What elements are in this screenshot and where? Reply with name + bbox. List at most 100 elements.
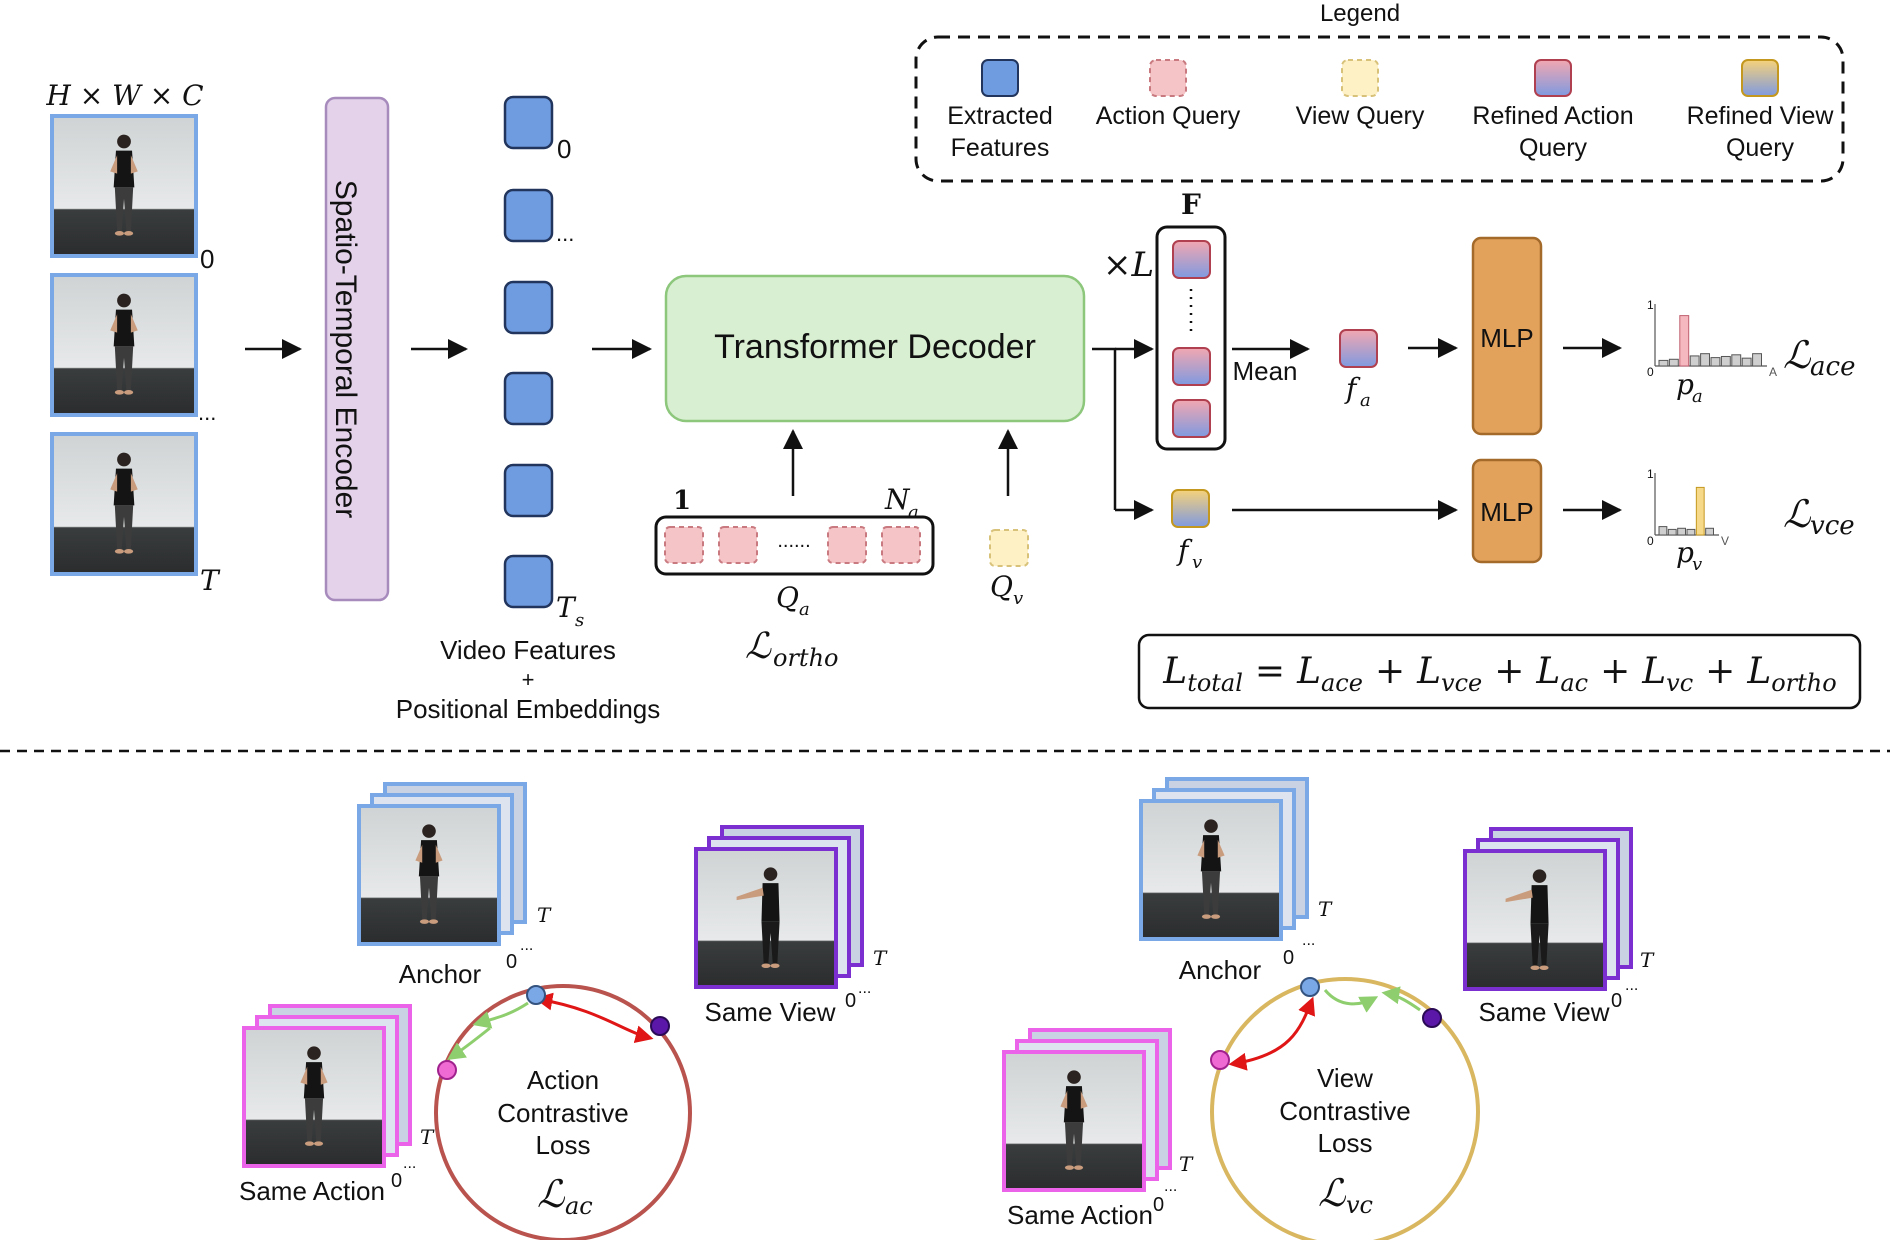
view-contrastive-ring xyxy=(1210,977,1480,1240)
action-query-2 xyxy=(827,526,867,564)
legend-label-3: Refined Action xyxy=(1472,102,1633,130)
mlp-action-box xyxy=(1471,236,1543,436)
view-loss-line3: Loss xyxy=(1318,1128,1373,1158)
fv-box xyxy=(1171,489,1210,528)
anchor-label: Anchor xyxy=(1179,955,1262,985)
input-frame-2 xyxy=(50,432,198,576)
input-frame-label-t: T xyxy=(200,564,221,597)
ortho-loss-sub: ortho xyxy=(773,644,838,672)
pa-label-sub: a xyxy=(1692,386,1703,407)
F-container xyxy=(1155,225,1227,451)
pa-hist-bar-0 xyxy=(1658,359,1669,367)
features-label-0: 0 xyxy=(557,134,571,164)
view-frame-zero: 0 xyxy=(1611,990,1622,1012)
anchor-point xyxy=(1300,977,1320,997)
decoder-repeat: ×L xyxy=(1103,245,1154,285)
features-caption-3: Positional Embeddings xyxy=(396,694,661,724)
view-loss-sub: vc xyxy=(1346,1191,1373,1219)
pv-hist-axis-label: V xyxy=(1721,534,1729,548)
mlp-view-box xyxy=(1471,458,1543,564)
feature-token-2 xyxy=(503,280,554,335)
legend-swatch-0 xyxy=(981,59,1019,97)
feature-token-1 xyxy=(503,188,554,243)
action-loss-symbol: ℒ xyxy=(537,1172,566,1216)
same-action-point xyxy=(1210,1050,1230,1070)
input-dims-label: H × W × C xyxy=(45,79,203,112)
anchor-label: Anchor xyxy=(399,959,482,989)
pa-hist-bar-9 xyxy=(1752,353,1762,367)
legend-label-2: View Query xyxy=(1296,102,1425,130)
legend-swatch-2 xyxy=(1341,59,1379,97)
same-action-point xyxy=(437,1060,457,1080)
pa-hist-bar-1 xyxy=(1668,358,1679,367)
pa-hist-bar-5 xyxy=(1710,357,1721,367)
view-loss-symbol: ℒ xyxy=(1318,1171,1347,1215)
same-view-label: Same View xyxy=(1478,997,1609,1027)
legend-label-0: Extracted xyxy=(947,102,1053,130)
pv-label-sub: v xyxy=(1692,554,1702,575)
anchor-frame-t: T xyxy=(1318,897,1333,921)
encoder-box xyxy=(324,96,390,602)
fa-label-sub: a xyxy=(1360,390,1371,411)
pull-arrow-green-2 xyxy=(1381,986,1421,1012)
qa-end-index: N xyxy=(884,483,911,516)
action-loss-line2: Contrastive xyxy=(497,1098,629,1128)
view-loss-line1: View xyxy=(1317,1063,1373,1093)
action-query-3 xyxy=(881,526,921,564)
F-label: F xyxy=(1181,188,1201,221)
ace-loss-symbol: ℒ xyxy=(1783,333,1812,377)
view-loss-line2: Contrastive xyxy=(1279,1096,1411,1126)
legend-title: Legend xyxy=(1320,0,1400,27)
refined-action-query-3 xyxy=(1172,399,1211,438)
legend-box xyxy=(914,35,1845,183)
pull-arrow-green-2 xyxy=(447,1026,491,1060)
anchor-frame-zero: 0 xyxy=(1283,947,1294,969)
action-loss-line1: Action xyxy=(527,1065,599,1095)
ortho-loss-symbol: ℒ xyxy=(745,626,772,667)
legend-swatch-4 xyxy=(1741,59,1779,97)
same-view-label: Same View xyxy=(704,997,835,1027)
action-same-view-stack-front xyxy=(694,847,838,989)
ace-loss-sub: ace xyxy=(1810,352,1855,382)
legend-label-1: Action Query xyxy=(1096,102,1241,130)
feature-token-3 xyxy=(503,371,554,426)
anchor-frame-dots: ... xyxy=(1302,932,1315,949)
same-action-label: Same Action xyxy=(239,1176,385,1206)
input-frame-label-dots: ... xyxy=(198,400,216,425)
pa-hist-bar-7 xyxy=(1731,354,1742,367)
pv-label: p xyxy=(1676,536,1694,569)
decoder-box xyxy=(664,274,1086,423)
action-frame-t: T xyxy=(420,1125,435,1149)
legend-swatch-3 xyxy=(1534,59,1572,97)
pull-arrow-green-1 xyxy=(1323,988,1379,1013)
pa-hist-bar-3 xyxy=(1689,355,1700,367)
fv-label: f xyxy=(1176,534,1193,567)
same-view-point xyxy=(650,1016,670,1036)
view-same-view-stack xyxy=(1463,827,1633,991)
view-anchor-stack xyxy=(1139,777,1309,941)
mlp-view-label: MLP xyxy=(1480,497,1533,527)
pv-hist-axis-zero: 0 xyxy=(1647,534,1654,548)
features-label-t: T xyxy=(556,591,577,624)
view-same-action-stack-front xyxy=(1002,1050,1146,1192)
legend-label-4-line2: Query xyxy=(1726,134,1795,162)
action-contrastive-ring xyxy=(434,984,692,1240)
pv-hist-bar-5 xyxy=(1705,527,1714,536)
pa-hist-bar-6 xyxy=(1720,355,1731,367)
pa-hist-bar-4 xyxy=(1700,353,1710,367)
vce-loss-symbol: ℒ xyxy=(1783,492,1812,536)
mlp-action-label: MLP xyxy=(1480,323,1533,353)
feature-token-0 xyxy=(503,95,554,150)
legend-label-3-line2: Query xyxy=(1519,134,1588,162)
decoder-output-line xyxy=(1092,347,1117,510)
decoder-label: Transformer Decoder xyxy=(714,328,1036,366)
pa-hist-axis-zero: 0 xyxy=(1647,365,1654,379)
fv-label-sub: v xyxy=(1192,552,1202,573)
pv-hist-axis-one: 1 xyxy=(1647,467,1654,481)
view-frame-t: T xyxy=(1640,948,1655,972)
view-same-action-stack xyxy=(1002,1028,1172,1192)
action-query-0 xyxy=(664,526,704,564)
